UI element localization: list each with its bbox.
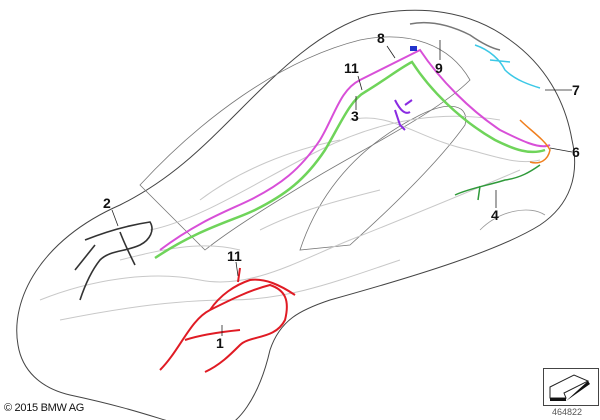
car-body-outline — [16, 9, 576, 420]
callout-2: 2 — [103, 195, 111, 211]
roof-outline — [139, 36, 471, 251]
harness-purple — [394, 99, 413, 131]
copyright-notice: © 2015 BMW AG — [4, 402, 85, 414]
harness-3-green — [154, 60, 546, 260]
harness-10-magenta — [159, 48, 551, 251]
callout-11: 11 — [227, 248, 242, 264]
rear-wheel-arch — [479, 209, 546, 231]
callout-10: 11 — [344, 60, 359, 76]
callout-leaders — [111, 40, 573, 336]
callout-9: 9 — [435, 60, 443, 76]
callout-1: 1 — [216, 335, 224, 351]
harness-8-cyan — [474, 44, 541, 89]
harness-6-orange — [519, 119, 551, 164]
harness-1-red — [159, 267, 296, 373]
harness-9-grey — [409, 21, 501, 51]
navigate-back-button[interactable] — [543, 368, 599, 406]
harness-7-blue — [410, 46, 417, 51]
windshield-outline — [299, 106, 467, 251]
harness-4-darkgreen — [454, 164, 541, 201]
arrow-icon — [549, 374, 590, 401]
callout-3: 3 — [351, 108, 359, 124]
harness-2-black — [74, 221, 153, 301]
callout-6: 6 — [572, 144, 580, 160]
callout-8: 7 — [572, 82, 580, 98]
image-number: 464822 — [552, 407, 583, 417]
callout-7: 8 — [377, 30, 385, 46]
callout-4: 4 — [491, 207, 499, 223]
